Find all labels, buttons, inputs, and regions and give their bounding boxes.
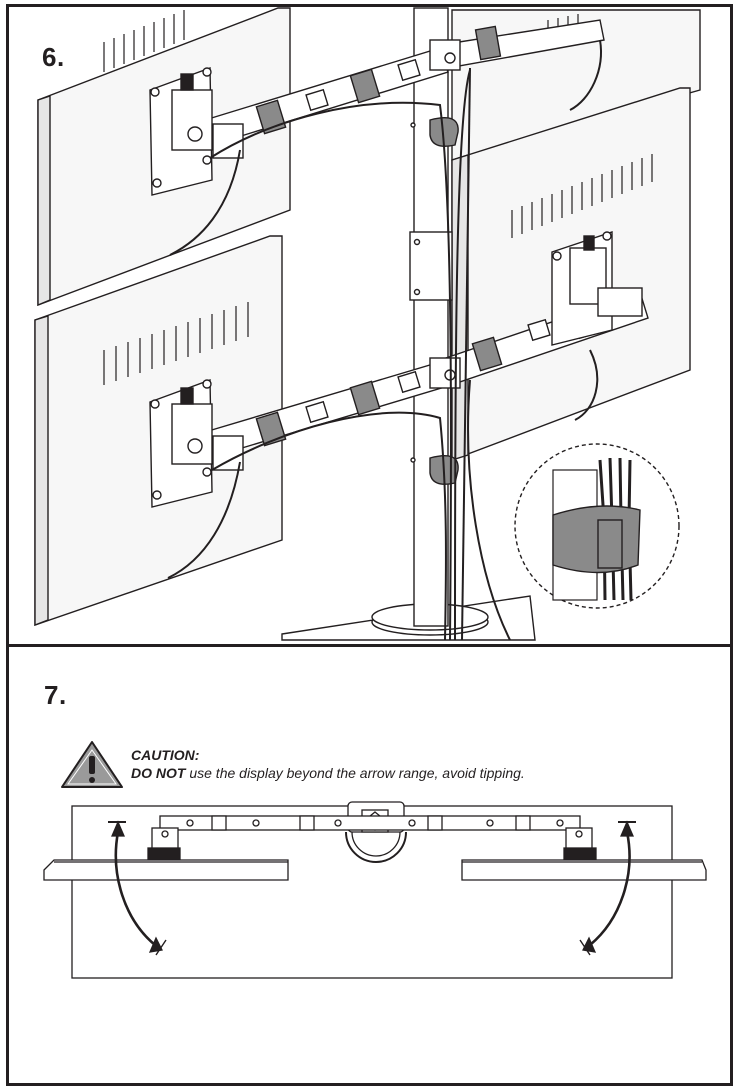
vertical-pole xyxy=(409,7,453,627)
caution-emphasis: DO NOT xyxy=(131,765,186,781)
step-6-number: 6. xyxy=(42,42,65,72)
upper-arm xyxy=(149,19,605,196)
warning-triangle-icon xyxy=(61,741,123,788)
cable-clip-upper xyxy=(429,117,459,147)
caution-body: use the display beyond the arrow range, … xyxy=(185,765,525,781)
caution-text: DO NOT use the display beyond the arrow … xyxy=(131,765,525,781)
cable-clip-detail xyxy=(514,443,680,609)
page-frame xyxy=(6,4,733,1086)
caution-title: CAUTION: xyxy=(131,747,200,763)
step-divider xyxy=(6,644,730,647)
top-view-diagram xyxy=(43,801,707,979)
step-7-number: 7. xyxy=(44,680,67,710)
cables xyxy=(167,39,602,641)
